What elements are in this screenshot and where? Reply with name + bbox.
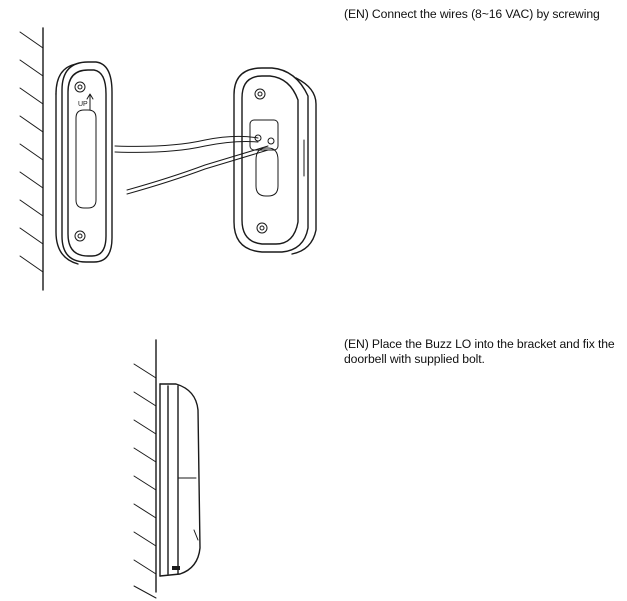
svg-text:UP: UP bbox=[78, 101, 88, 108]
wall-bracket-wiring-illustration: UP bbox=[19, 27, 317, 291]
instruction-step-2: (EN) Place the Buzz LO into the bracket … bbox=[0, 320, 627, 601]
step-2-caption: (EN) Place the Buzz LO into the bracket … bbox=[344, 337, 615, 366]
instruction-step-1: UP bbox=[0, 0, 627, 300]
doorbell-mounted-side-view-illustration bbox=[133, 339, 201, 599]
step-1-caption: (EN) Connect the wires (8~16 VAC) by scr… bbox=[344, 7, 600, 21]
